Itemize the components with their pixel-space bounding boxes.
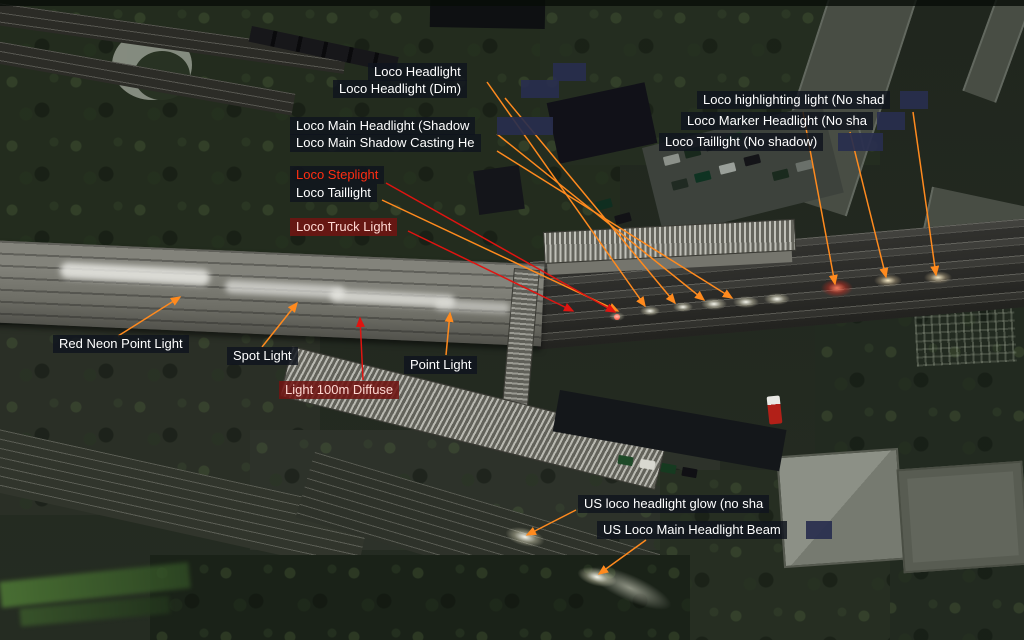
- parked-car: [693, 170, 712, 183]
- label-loco-headlight[interactable]: Loco Headlight: [368, 63, 467, 81]
- label-loco-truck-light[interactable]: Loco Truck Light: [290, 218, 398, 236]
- label-tail: [521, 80, 559, 98]
- steplight-dot: [614, 314, 620, 320]
- delivery-truck: [766, 395, 783, 425]
- industrial-roof-1: [776, 447, 906, 569]
- label-tail: [900, 91, 928, 109]
- top-edge-shadow: [0, 0, 1024, 6]
- parked-car: [771, 168, 790, 182]
- parked-car: [795, 159, 813, 173]
- label-loco-marker-headlight[interactable]: Loco Marker Headlight (No sha: [681, 112, 873, 130]
- parked-car: [671, 178, 689, 191]
- label-tail: [497, 117, 553, 135]
- label-loco-main-shadow-casting[interactable]: Loco Main Shadow Casting He: [290, 134, 481, 152]
- label-us-loco-headlight-glow[interactable]: US loco headlight glow (no sha: [578, 495, 770, 513]
- parked-car: [662, 153, 681, 166]
- label-tail: [806, 521, 832, 539]
- label-us-loco-main-headlight-beam[interactable]: US Loco Main Headlight Beam: [597, 521, 787, 539]
- industrial-roof-2: [896, 460, 1024, 574]
- label-tail: [877, 112, 905, 130]
- label-point-light[interactable]: Point Light: [404, 356, 478, 374]
- parked-car: [718, 162, 737, 175]
- label-loco-taillight-no-shadow[interactable]: Loco Taillight (No shadow): [659, 133, 824, 151]
- label-loco-main-headlight-shadow[interactable]: Loco Main Headlight (Shadow: [290, 117, 476, 135]
- small-dark-structure: [473, 165, 525, 215]
- label-tail: [553, 63, 586, 81]
- label-red-neon-point-light[interactable]: Red Neon Point Light: [53, 335, 189, 353]
- road-lane-corner: [962, 0, 1024, 103]
- label-loco-taillight[interactable]: Loco Taillight: [290, 184, 377, 202]
- label-light-100m-diffuse[interactable]: Light 100m Diffuse: [279, 381, 400, 399]
- parked-car: [743, 153, 762, 167]
- terrain-bottom: [150, 555, 690, 640]
- label-loco-headlight-dim[interactable]: Loco Headlight (Dim): [333, 80, 468, 98]
- label-loco-highlighting-light[interactable]: Loco highlighting light (No shad: [697, 91, 891, 109]
- label-loco-steplight[interactable]: Loco Steplight: [290, 166, 385, 184]
- label-tail: [838, 133, 883, 151]
- label-spot-light[interactable]: Spot Light: [227, 347, 298, 365]
